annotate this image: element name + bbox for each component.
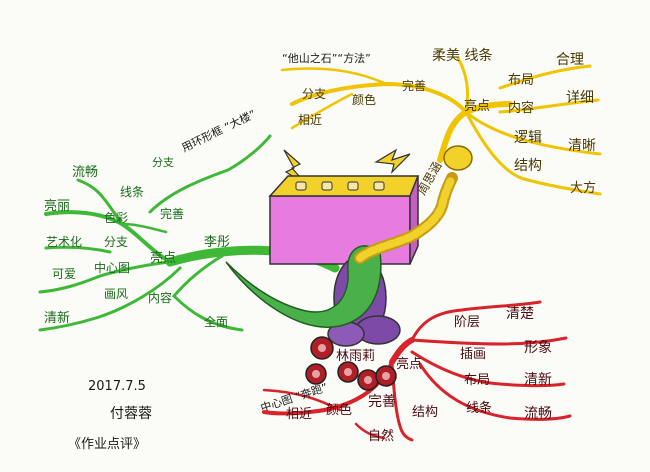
green-line-cute <box>38 260 172 294</box>
green-style-label: 画风 <box>104 287 128 301</box>
green-line-color <box>120 222 168 234</box>
yellow-structure-label: 结构 <box>514 158 542 174</box>
red-level-label: 阶层 <box>454 315 480 330</box>
snake-tail <box>225 245 382 328</box>
yellow-generous-label: 大方 <box>570 180 596 196</box>
red-smooth-label: 流畅 <box>524 406 552 422</box>
red-line-illustration <box>410 336 568 346</box>
battery-body <box>269 195 411 265</box>
rubber-ball-center <box>312 370 320 378</box>
yellow-branch-label: 分支 <box>302 87 326 101</box>
green-line-label: 线条 <box>120 185 144 199</box>
green-line-fresh <box>38 266 182 332</box>
red-center-label: 林雨莉 <box>336 349 375 364</box>
green-color-label: 色彩 <box>104 211 128 225</box>
red-line-line <box>418 362 572 421</box>
yellow-close-label: 相近 <box>298 113 322 127</box>
green-branch-label: 分支 <box>152 156 174 169</box>
rubber-ball-center <box>364 376 372 384</box>
green-center-image-label: 中心图 <box>94 260 130 275</box>
green-content-label: 内容 <box>148 290 172 305</box>
battery-icon <box>268 175 420 265</box>
red-line-label: 线条 <box>466 400 492 416</box>
battery-terminal <box>295 181 307 191</box>
yellow-line-logic <box>464 110 602 156</box>
yellow-line-structure <box>464 110 602 196</box>
red-line-image-note <box>262 388 342 412</box>
yellow-line-close <box>290 92 354 130</box>
red-color-label: 颜色 <box>326 402 352 418</box>
red-fresh-label: 清新 <box>524 372 552 388</box>
green-complete-label: 全面 <box>204 314 228 329</box>
rubber-ball-center <box>344 368 352 376</box>
green-flowing-label: 流畅 <box>72 165 98 180</box>
yellow-logic-label: 逻辑 <box>514 130 542 146</box>
green-perfect-label: 完善 <box>160 206 184 221</box>
green-cute-label: 可爱 <box>52 267 76 281</box>
green-center-label: 李彤 <box>204 235 230 250</box>
footer-date: 2017.7.5 <box>88 379 146 394</box>
red-layout-label: 布局 <box>464 373 490 388</box>
yellow-layout-label: 布局 <box>508 73 534 88</box>
red-clear-label: 清楚 <box>506 306 534 322</box>
green-line-artistic <box>44 245 112 254</box>
yellow-reasonable-label: 合理 <box>556 52 584 68</box>
yellow-line-quote <box>280 67 388 86</box>
green-hub-label: 亮点 <box>150 250 176 266</box>
red-natural-label: 自然 <box>368 428 394 444</box>
rubber-ball-icon <box>305 336 397 391</box>
red-illustration-label: 插画 <box>460 347 486 362</box>
rubber-ball-center <box>382 372 390 380</box>
red-perfect-label: 完善 <box>368 394 396 410</box>
green-line-content <box>171 254 244 332</box>
red-line-level <box>410 300 542 342</box>
red-main-line <box>389 337 415 365</box>
green-fresh-label: 清新 <box>44 310 70 326</box>
green-artistic-label: 艺术化 <box>46 235 82 249</box>
green-quote-label: 用环形框 “大楼” <box>179 107 258 155</box>
footer-author: 付蓉蓉 <box>110 406 152 422</box>
red-line-natural <box>354 422 386 440</box>
lightning-bolt-icon <box>374 148 411 174</box>
battery-top <box>268 175 420 197</box>
yellow-perfect-label: 完善 <box>402 78 426 93</box>
yellow-clear-label: 清晰 <box>568 138 596 154</box>
red-line-structure <box>390 362 414 442</box>
red-line-layout <box>410 350 566 387</box>
yellow-soft-label: 柔美 线条 <box>432 47 492 64</box>
red-close-label: 相近 <box>286 407 312 422</box>
yellow-snake-stripes <box>356 174 456 262</box>
battery-terminal <box>373 181 385 191</box>
red-vivid-label: 形象 <box>524 340 552 356</box>
yellow-snake-head <box>443 145 473 171</box>
green-branch2-label: 分支 <box>104 235 128 249</box>
yellow-color-label: 颜色 <box>352 92 376 107</box>
battery-terminal <box>347 181 359 191</box>
rubber-ball-center <box>318 344 326 352</box>
green-line-flowing <box>76 178 124 226</box>
yellow-line-content <box>498 98 600 114</box>
red-structure-label: 结构 <box>412 405 438 420</box>
footer-title: 《作业点评》 <box>68 437 146 452</box>
green-line-branch <box>148 134 272 214</box>
central-illustration <box>225 145 473 391</box>
yellow-stone-quote: “他山之石”“方法” <box>282 51 371 65</box>
yellow-branch: “他山之石”“方法” 柔美 线条 分支 颜色 完善 相近 亮点 周思涵 布局 合… <box>280 47 602 198</box>
yellow-hub-label: 亮点 <box>464 98 490 114</box>
yellow-line-soft <box>456 56 470 114</box>
green-bright-label: 亮丽 <box>44 198 70 214</box>
battery-terminal <box>321 181 333 191</box>
yellow-content-label: 内容 <box>508 100 534 116</box>
red-hub-label: 亮点 <box>396 356 422 372</box>
yellow-detailed-label: 详细 <box>566 90 594 106</box>
yellow-line-layout <box>498 64 592 90</box>
footer: 2017.7.5 付蓉蓉 《作业点评》 <box>68 379 152 452</box>
